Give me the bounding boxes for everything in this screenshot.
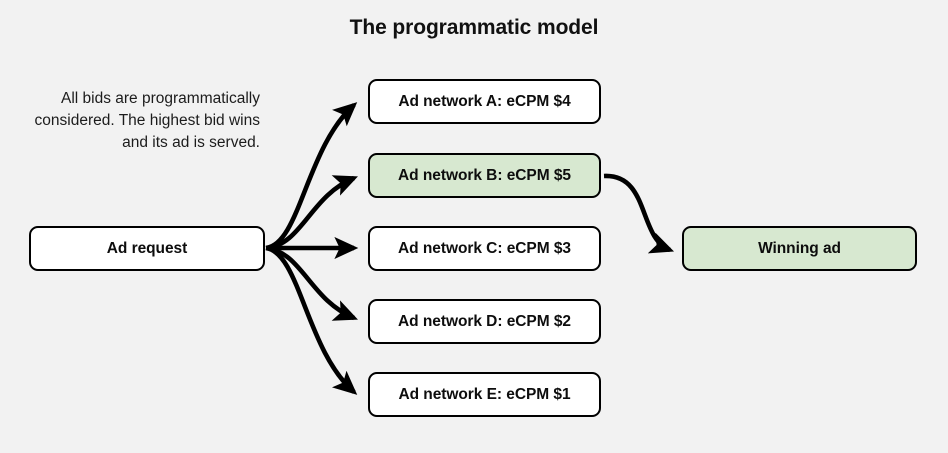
node-winning-ad[interactable]: Winning ad [682,226,917,271]
edge-ad-request-to-network-d [265,245,358,321]
node-network-d[interactable]: Ad network D: eCPM $2 [368,299,601,344]
node-network-a[interactable]: Ad network A: eCPM $4 [368,79,601,124]
node-network-e-label: Ad network E: eCPM $1 [398,385,571,403]
node-ad-request[interactable]: Ad request [29,226,265,271]
node-network-a-label: Ad network A: eCPM $4 [398,92,571,110]
description-text: All bids are programmatically considered… [34,90,260,151]
edge-ad-request-to-network-e [265,245,358,395]
node-network-e[interactable]: Ad network E: eCPM $1 [368,372,601,417]
node-ad-request-label: Ad request [106,239,188,257]
edge-ad-request-to-network-a [265,102,358,251]
node-network-c[interactable]: Ad network C: eCPM $3 [368,226,601,271]
edge-network-b-to-winning-ad [603,173,675,254]
page-title: The programmatic model [349,16,599,39]
node-network-d-label: Ad network D: eCPM $2 [398,312,571,330]
node-network-b[interactable]: Ad network B: eCPM $5 [368,153,601,198]
edge-ad-request-to-network-b [265,175,358,251]
node-network-c-label: Ad network C: eCPM $3 [398,239,571,257]
node-winning-ad-label: Winning ad [758,239,841,257]
node-network-b-label: Ad network B: eCPM $5 [398,166,571,184]
edge-group-ad-request-to-networks [265,102,359,395]
